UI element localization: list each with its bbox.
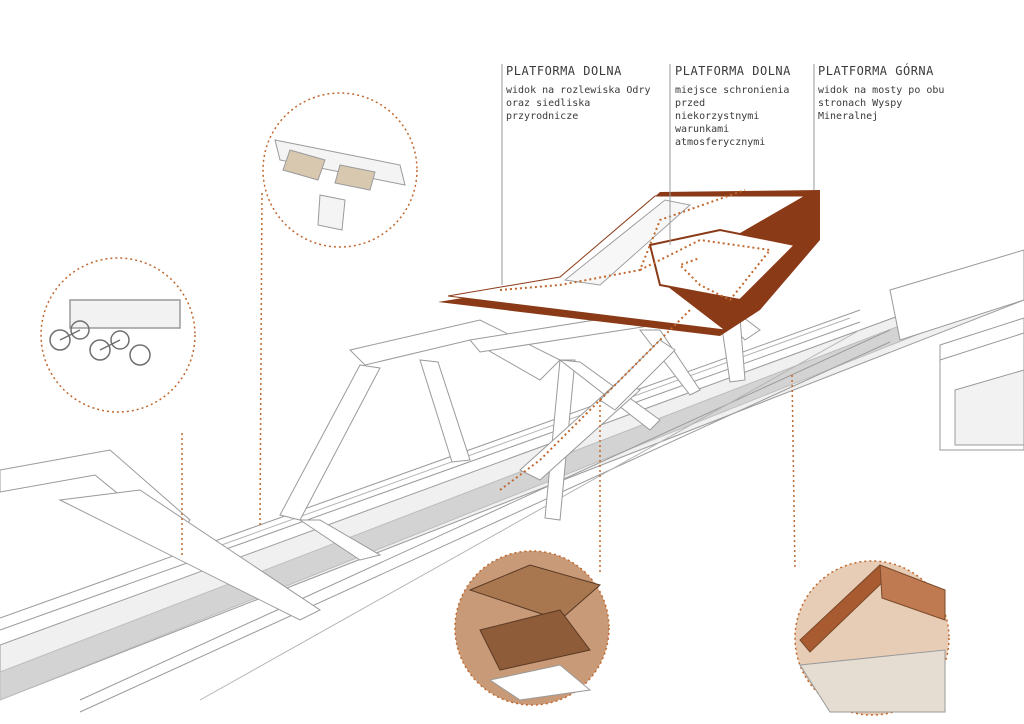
- detail-circle-platform: [794, 560, 950, 716]
- detail-circle-stairs: [454, 550, 610, 706]
- detail-circle-benches: [262, 92, 418, 248]
- detail-leaders: [181, 189, 796, 575]
- annotation-description: widok na rozlewiska Odry oraz siedliska …: [506, 85, 651, 122]
- annotation-description: widok na mosty po obu stronach Wyspy Min…: [818, 85, 945, 122]
- route-dotted: [499, 189, 772, 491]
- upper-stair: [563, 199, 692, 286]
- platform-top: [447, 195, 807, 331]
- annotation-description: miejsce schronienia przed niekorzystnymi…: [675, 85, 790, 148]
- stairs: [519, 339, 676, 481]
- abutment: [889, 249, 1024, 451]
- annotation-upper-platform: PLATFORMA GÓRNA widok na mosty po obu st…: [818, 64, 968, 123]
- annotation-lower-platform-view: PLATFORMA DOLNA widok na rozlewiska Odry…: [506, 64, 666, 123]
- leader-lines: [501, 64, 815, 285]
- upper-platform: [438, 190, 820, 336]
- annotation-lower-platform-shelter: PLATFORMA DOLNA miejsce schronienia prze…: [675, 64, 815, 149]
- annotation-title: PLATFORMA DOLNA: [675, 64, 791, 78]
- detail-circle-bikes: [40, 257, 196, 413]
- annotation-title: PLATFORMA DOLNA: [506, 64, 622, 78]
- annotation-title: PLATFORMA GÓRNA: [818, 64, 934, 78]
